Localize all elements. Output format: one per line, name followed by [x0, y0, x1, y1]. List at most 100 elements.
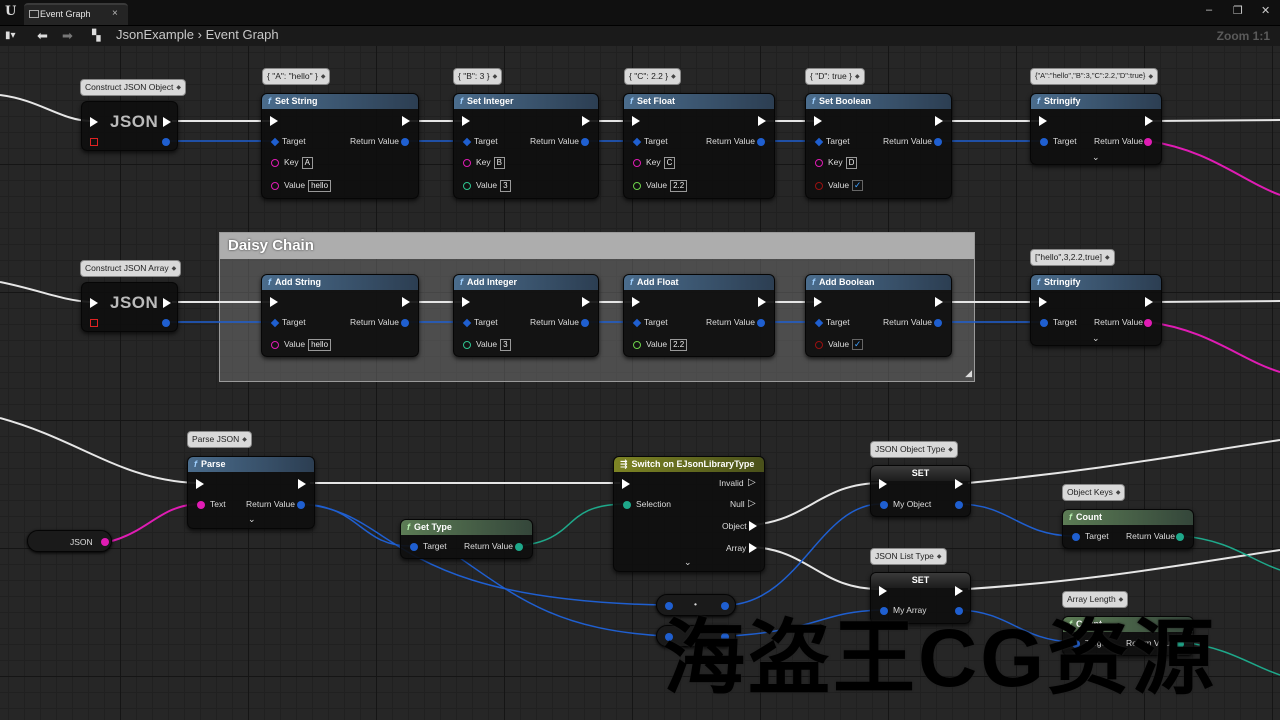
- set-my-array-node[interactable]: SET My Array: [870, 572, 971, 624]
- exec-in-pin[interactable]: [270, 297, 278, 307]
- input-pin[interactable]: [665, 633, 673, 641]
- bubble-set-string[interactable]: { "A": "hello" }◆: [262, 68, 331, 85]
- return-pin[interactable]: [162, 319, 170, 327]
- target-pin[interactable]: [270, 318, 280, 328]
- chevron-down-icon[interactable]: ⌄: [248, 514, 256, 524]
- exec-in-pin[interactable]: [270, 116, 278, 126]
- bubble-json-list-type[interactable]: JSON List Type◆: [870, 548, 947, 565]
- output-pin[interactable]: [955, 607, 963, 615]
- maximize-button[interactable]: ❐: [1233, 5, 1243, 17]
- exec-in-pin[interactable]: [90, 117, 98, 127]
- forward-arrow-icon[interactable]: ➡: [62, 28, 73, 43]
- object-exec-pin[interactable]: [749, 521, 757, 531]
- output-pin[interactable]: [721, 602, 729, 610]
- construct-json-array-node[interactable]: JSON: [81, 282, 178, 332]
- comment-title[interactable]: Daisy Chain: [220, 233, 974, 259]
- class-pin[interactable]: [90, 138, 98, 146]
- exec-in-pin[interactable]: [462, 297, 470, 307]
- exec-in-pin[interactable]: [90, 298, 98, 308]
- bubble-array-length[interactable]: Array Length◆: [1062, 591, 1129, 608]
- switch-on-type-node[interactable]: ⇶Switch on EJsonLibraryType Invalid ▷ Se…: [613, 456, 765, 572]
- chevron-down-icon[interactable]: ⌄: [1092, 152, 1100, 162]
- bubble-set-integer[interactable]: { "B": 3 }◆: [453, 68, 503, 85]
- exec-in-pin[interactable]: [632, 297, 640, 307]
- return-value-pin[interactable]: [581, 138, 589, 146]
- value-pin[interactable]: [271, 182, 279, 190]
- exec-in-pin[interactable]: [632, 116, 640, 126]
- checkmark-icon[interactable]: ✓: [852, 339, 864, 351]
- exec-in-pin[interactable]: [879, 479, 887, 489]
- target-pin[interactable]: [270, 137, 280, 147]
- exec-in-pin[interactable]: [462, 116, 470, 126]
- key-pin[interactable]: [633, 159, 641, 167]
- exec-out-pin[interactable]: [163, 298, 171, 308]
- return-pin[interactable]: [162, 138, 170, 146]
- key-pin[interactable]: [271, 159, 279, 167]
- tab-event-graph[interactable]: Event Graph ×: [24, 3, 128, 25]
- return-value-pin[interactable]: [1176, 640, 1184, 648]
- return-value-pin[interactable]: [934, 319, 942, 327]
- return-value-pin[interactable]: [1144, 319, 1152, 327]
- return-value-pin[interactable]: [515, 543, 523, 551]
- value-field[interactable]: Value✓: [828, 180, 864, 192]
- variable-out-pin[interactable]: [101, 538, 109, 546]
- json-variable-getter[interactable]: JSON: [27, 530, 112, 552]
- my-array-pin[interactable]: [880, 607, 888, 615]
- array-exec-pin[interactable]: [749, 543, 757, 553]
- text-pin[interactable]: [197, 501, 205, 509]
- output-pin[interactable]: [955, 501, 963, 509]
- exec-out-pin[interactable]: [582, 116, 590, 126]
- minimize-button[interactable]: –: [1206, 4, 1213, 16]
- chevron-down-icon[interactable]: ⌄: [684, 557, 692, 567]
- my-array-getter[interactable]: [656, 625, 736, 647]
- target-pin[interactable]: [462, 137, 472, 147]
- return-value-pin[interactable]: [401, 138, 409, 146]
- exec-in-pin[interactable]: [1039, 116, 1047, 126]
- back-arrow-icon[interactable]: ⬅: [37, 28, 48, 43]
- set-my-object-node[interactable]: SET My Object: [870, 465, 971, 517]
- chevron-down-icon[interactable]: ⌄: [1092, 333, 1100, 343]
- resize-grip-icon[interactable]: ◢: [965, 368, 972, 378]
- return-value-pin[interactable]: [934, 138, 942, 146]
- value-pin[interactable]: [271, 341, 279, 349]
- exec-out-pin[interactable]: [955, 479, 963, 489]
- breadcrumb-leaf[interactable]: Event Graph: [205, 27, 279, 42]
- exec-out-pin[interactable]: [1145, 297, 1153, 307]
- exec-in-pin[interactable]: [879, 586, 887, 596]
- value-field[interactable]: Value✓: [828, 339, 864, 351]
- exec-out-pin[interactable]: [582, 297, 590, 307]
- close-window-button[interactable]: ✕: [1261, 5, 1271, 17]
- value-pin[interactable]: [463, 341, 471, 349]
- exec-in-pin[interactable]: [196, 479, 204, 489]
- exec-out-pin[interactable]: [163, 117, 171, 127]
- invalid-exec-pin[interactable]: ▷: [748, 477, 756, 488]
- target-pin[interactable]: [462, 318, 472, 328]
- null-exec-pin[interactable]: ▷: [748, 498, 756, 509]
- target-pin[interactable]: [814, 137, 824, 147]
- return-value-pin[interactable]: [757, 319, 765, 327]
- my-object-getter[interactable]: •: [656, 594, 736, 616]
- input-pin[interactable]: [665, 602, 673, 610]
- bubble-parse-json[interactable]: Parse JSON◆: [187, 431, 252, 448]
- return-value-pin[interactable]: [1176, 533, 1184, 541]
- bubble-construct-array[interactable]: Construct JSON Array◆: [80, 260, 182, 277]
- checkmark-icon[interactable]: ✓: [852, 180, 864, 192]
- selection-pin[interactable]: [623, 501, 631, 509]
